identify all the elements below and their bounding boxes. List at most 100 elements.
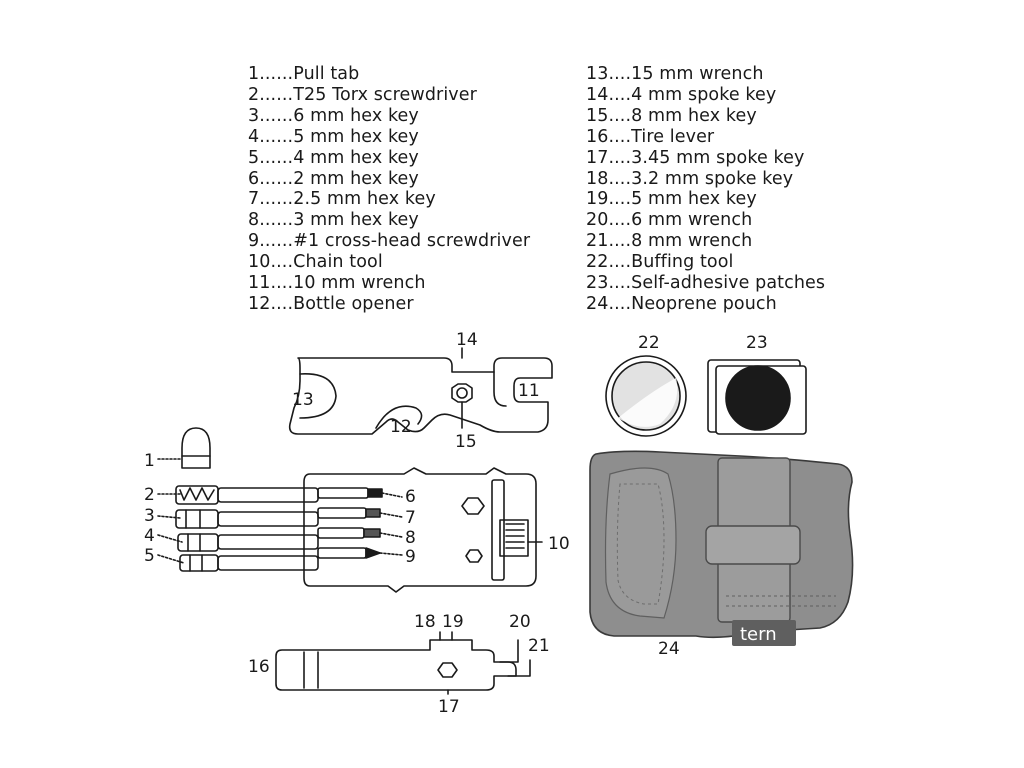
chain-tool-thread bbox=[505, 523, 525, 549]
legend-dots: ...... bbox=[259, 105, 294, 126]
legend-number: 10 bbox=[248, 252, 271, 273]
legend-number: 21 bbox=[586, 231, 609, 252]
buffing-tool bbox=[605, 355, 687, 437]
jaw-15mm bbox=[299, 373, 337, 419]
legend-label: 8 mm hex key bbox=[631, 105, 757, 126]
legend-dots: .... bbox=[270, 252, 294, 273]
legend-dots: ...... bbox=[259, 231, 294, 252]
legend-item: 2......T25 Torx screwdriver bbox=[248, 85, 530, 106]
legend-dots: .... bbox=[270, 293, 294, 314]
legend-label: 6 mm wrench bbox=[631, 210, 753, 231]
chain-tool-side bbox=[491, 479, 505, 581]
legend-label: #1 cross-head screwdriver bbox=[293, 231, 531, 252]
legend-dots: ...... bbox=[259, 210, 294, 231]
bottle-opener-slot bbox=[375, 405, 423, 429]
legend-label: 3.45 mm spoke key bbox=[631, 147, 805, 168]
callout-24: 24 bbox=[658, 639, 680, 659]
chain-tool-window bbox=[499, 519, 529, 557]
legend-number: 13 bbox=[586, 64, 609, 84]
leader-8 bbox=[379, 532, 403, 538]
legend-dots: .... bbox=[608, 105, 632, 126]
legend-label: 8 mm wrench bbox=[631, 231, 753, 252]
legend-number: 24 bbox=[586, 293, 609, 314]
leader-7 bbox=[379, 512, 403, 518]
legend-number: 15 bbox=[586, 105, 609, 126]
callout-6: 6 bbox=[405, 487, 416, 507]
legend-number: 6 bbox=[248, 168, 260, 189]
legend-label: 3.2 mm spoke key bbox=[631, 168, 794, 189]
legend-dots: .... bbox=[608, 147, 632, 168]
legend-dots: .... bbox=[608, 252, 632, 273]
legend-number: 9 bbox=[248, 231, 260, 252]
legend-item: 11....10 mm wrench bbox=[248, 273, 530, 294]
callout-22: 22 bbox=[638, 333, 660, 353]
hex-5mm-lever bbox=[437, 662, 458, 678]
legend-label: Buffing tool bbox=[631, 252, 734, 273]
legend-dots: .... bbox=[608, 168, 632, 189]
legend-item: 14....4 mm spoke key bbox=[586, 85, 825, 106]
leader-4 bbox=[157, 534, 183, 543]
legend-dots: .... bbox=[270, 273, 294, 294]
legend-item: 19....5 mm hex key bbox=[586, 189, 825, 210]
bit-hex-5mm bbox=[177, 533, 319, 552]
legend-label: Neoprene pouch bbox=[631, 293, 777, 314]
callout-14: 14 bbox=[456, 330, 478, 350]
bit-phillips-1 bbox=[317, 547, 381, 559]
legend-dots: ...... bbox=[259, 168, 294, 189]
legend-label: 10 mm wrench bbox=[293, 273, 426, 294]
legend-item: 21....8 mm wrench bbox=[586, 231, 825, 252]
bit-hex-6mm bbox=[175, 509, 319, 529]
legend-item: 10....Chain tool bbox=[248, 252, 530, 273]
neoprene-pouch bbox=[589, 450, 854, 646]
callout-23: 23 bbox=[746, 333, 768, 353]
legend-item: 17....3.45 mm spoke key bbox=[586, 148, 825, 169]
legend-item: 4......5 mm hex key bbox=[248, 127, 530, 148]
callout-3: 3 bbox=[144, 506, 155, 526]
legend-label: Self-adhesive patches bbox=[631, 273, 826, 294]
bit-torx-t25 bbox=[175, 485, 319, 505]
legend-number: 18 bbox=[586, 168, 609, 189]
legend-item: 1......Pull tab bbox=[248, 64, 530, 85]
legend-label: 3 mm hex key bbox=[293, 210, 419, 231]
callout-19: 19 bbox=[442, 612, 464, 632]
hex-cutout-upper bbox=[461, 497, 485, 515]
legend-label: T25 Torx screwdriver bbox=[293, 84, 477, 105]
leader-6 bbox=[381, 492, 403, 498]
legend-label: Chain tool bbox=[293, 252, 383, 273]
bit-hex-4mm bbox=[179, 554, 319, 572]
hex-8mm bbox=[451, 383, 473, 403]
legend-number: 17 bbox=[586, 147, 609, 168]
legend-dots: .... bbox=[608, 273, 632, 294]
leader-21 bbox=[507, 659, 531, 677]
buffing-tool-grit bbox=[618, 378, 678, 427]
legend-label: 5 mm hex key bbox=[293, 126, 419, 147]
legend-item: 3......6 mm hex key bbox=[248, 106, 530, 127]
spoke-notch bbox=[493, 371, 507, 407]
pull-tab bbox=[181, 427, 211, 469]
legend-dots: .... bbox=[608, 64, 632, 84]
legend-item: 15....8 mm hex key bbox=[586, 106, 825, 127]
legend-dots: .... bbox=[608, 126, 632, 147]
legend-item: 24....Neoprene pouch bbox=[586, 294, 825, 315]
legend-label: Bottle opener bbox=[293, 293, 414, 314]
legend-dots: ...... bbox=[259, 147, 294, 168]
legend-dots: .... bbox=[608, 84, 632, 105]
legend-label: Pull tab bbox=[293, 64, 360, 84]
legend-label: 4 mm hex key bbox=[293, 147, 419, 168]
legend-number: 12 bbox=[248, 293, 271, 314]
callout-2: 2 bbox=[144, 485, 155, 505]
legend-number: 2 bbox=[248, 84, 260, 105]
legend-item: 22....Buffing tool bbox=[586, 252, 825, 273]
legend-number: 14 bbox=[586, 84, 609, 105]
legend-dots: ...... bbox=[259, 126, 294, 147]
legend-dots: .... bbox=[608, 189, 632, 210]
legend-item: 18....3.2 mm spoke key bbox=[586, 169, 825, 190]
callout-20: 20 bbox=[509, 612, 531, 632]
legend-number: 7 bbox=[248, 189, 260, 210]
legend-number: 19 bbox=[586, 189, 609, 210]
leader-5 bbox=[157, 554, 185, 564]
legend-number: 20 bbox=[586, 210, 609, 231]
